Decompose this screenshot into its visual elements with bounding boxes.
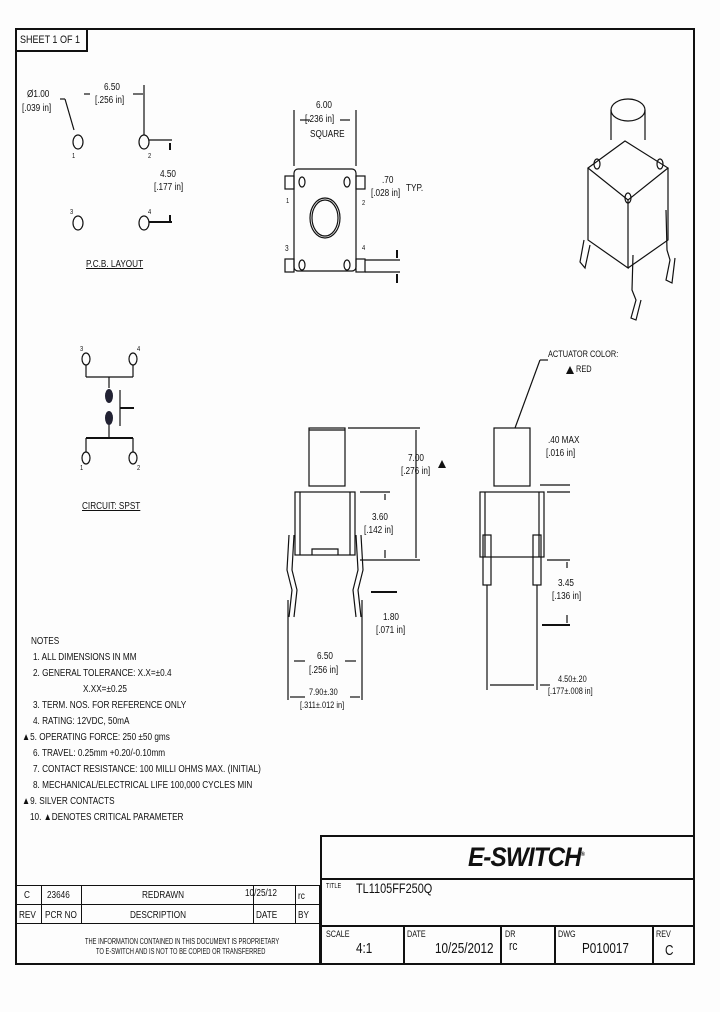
front-max-in: [.016 in] [546,448,576,459]
note-6: 6. TRAVEL: 0.25mm +0.20/-0.10mm [33,748,166,759]
side-height-in: [.276 in] [401,466,431,477]
title-block [320,835,695,965]
rev-row-desc: REDRAWN [142,890,185,901]
rev-value: C [665,942,674,959]
side-overall-width-in: [.311±.012 in] [300,700,345,710]
side-body-height: 3.60 [372,512,388,523]
rev-row-by: rc [298,891,305,902]
front-lead-len-in: [.136 in] [552,591,582,602]
circuit-pin-1: 1 [80,465,84,472]
circuit-pin-3: 3 [80,346,84,353]
front-lead-pitch: 4.50±.20 [558,674,587,684]
isometric-switch [579,98,676,321]
top-pin-4: 4 [362,245,366,252]
top-pin-3: 3 [285,244,289,253]
date-value: 10/25/2012 [435,940,494,957]
note-3: 3. TERM. NOS. FOR REFERENCE ONLY [33,700,187,711]
front-lead-len: 3.45 [558,578,574,589]
revision-table [15,885,320,965]
actuator-color: RED [576,364,592,374]
drawing-border [15,28,695,965]
pcb-layout-caption: P.C.B. LAYOUT [86,259,144,270]
note-2b: X.XX=±0.25 [83,684,127,695]
pcb-pitch-y-in: [.177 in] [154,182,184,193]
pcb-pin-1: 1 [72,153,76,160]
note-9: ▲9. SILVER CONTACTS [22,796,115,807]
critical-triangle-icon: ▲ [22,796,31,807]
notes-heading: NOTES [31,636,60,647]
pcb-pin-2: 2 [148,153,152,160]
rev-row-pcr: 23646 [47,890,70,901]
critical-triangle-icon: ▲ [22,732,31,743]
part-number-title: TL1105FF250Q [356,880,433,896]
top-pin-1: 1 [286,198,290,205]
top-typ: TYP. [406,183,424,194]
rev-header-desc: DESCRIPTION [130,910,187,921]
scale-label: SCALE [326,929,350,939]
top-pin-width-in: [.028 in] [371,188,401,199]
sheet-label-box [15,28,88,52]
rev-label: REV [656,929,671,939]
rev-header-by: BY [298,910,309,921]
proprietary-line-1: THE INFORMATION CONTAINED IN THIS DOCUME… [85,937,280,946]
rev-row-date: 10/25/12 [245,888,277,899]
title-label: TITLE [326,883,342,890]
pcb-pin-4: 4 [148,209,152,216]
top-width: 6.00 [316,100,332,111]
actuator-label: ACTUATOR COLOR: [548,349,619,359]
side-lead-pitch: 6.50 [317,651,333,662]
pcb-holes [72,134,150,231]
rev-header-pcr: PCR NO [45,910,77,921]
front-max: .40 MAX [548,435,580,446]
note-4: 4. RATING: 12VDC, 50mA [33,716,130,727]
side-body-height-in: [.142 in] [364,525,394,536]
rev-header-date: DATE [256,910,278,921]
pcb-pitch-y: 4.50 [160,169,176,180]
top-pin-2: 2 [362,200,366,207]
side-overall-width: 7.90±.30 [309,687,338,697]
dwg-value: P010017 [582,940,629,957]
dr-value: rc [509,938,518,953]
side-lead-pitch-in: [.256 in] [309,665,339,676]
pcb-hole-dia-in: [.039 in] [22,103,52,114]
pcb-pin-3: 3 [70,209,74,216]
front-lead-pitch-in: [.177±.008 in] [548,686,593,696]
rev-header-rev: REV [19,910,36,921]
dwg-label: DWG [558,929,576,939]
note-10: 10. ▲DENOTES CRITICAL PARAMETER [30,812,184,823]
top-square: SQUARE [310,129,345,140]
side-height: 7.00 [408,453,424,464]
top-width-in: [.236 in] [305,114,335,125]
pcb-hole-dia: Ø1.00 [27,89,50,100]
dr-label: DR [505,929,516,939]
note-7: 7. CONTACT RESISTANCE: 100 MILLI OHMS MA… [33,764,261,775]
note-1: 1. ALL DIMENSIONS IN MM [33,652,137,663]
date-label: DATE [407,929,426,939]
rev-row-rev: C [24,890,30,901]
circuit-pin-4: 4 [137,346,141,353]
note-8: 8. MECHANICAL/ELECTRICAL LIFE 100,000 CY… [33,780,253,791]
side-lead-offset-in: [.071 in] [376,625,406,636]
sheet-label: SHEET 1 OF 1 [20,34,80,46]
circuit-pin-2: 2 [137,465,141,472]
e-switch-logo: E-SWITCH® [468,842,585,872]
top-pin-width: .70 [382,175,394,186]
scale-value: 4:1 [356,940,373,957]
proprietary-line-2: TO E-SWITCH AND IS NOT TO BE COPIED OR T… [96,947,266,956]
pcb-pitch-x: 6.50 [104,82,120,93]
side-lead-offset: 1.80 [383,612,399,623]
pcb-pitch-x-in: [.256 in] [95,95,125,106]
circuit-caption: CIRCUIT: SPST [82,501,141,512]
note-5: ▲5. OPERATING FORCE: 250 ±50 gms [22,732,170,743]
note-2: 2. GENERAL TOLERANCE: X.X=±0.4 [33,668,172,679]
